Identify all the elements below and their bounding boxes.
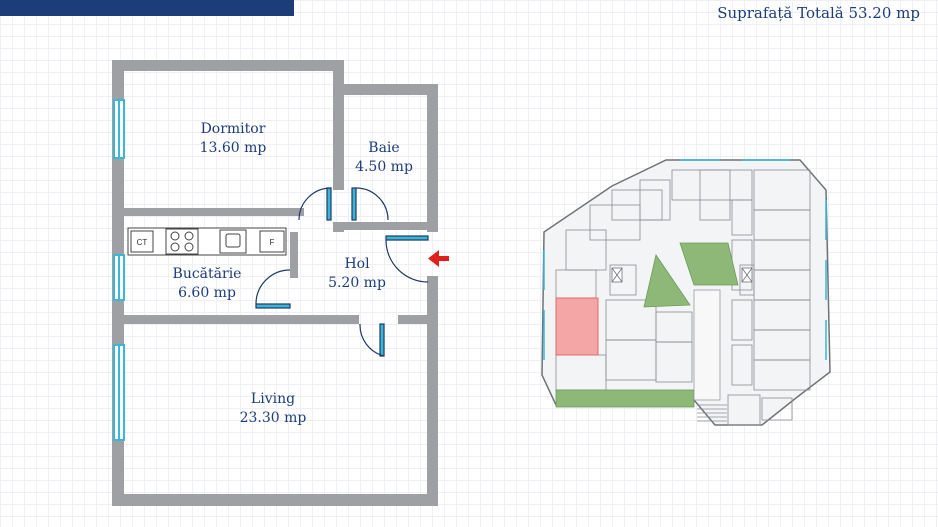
room-area: 5.20 mp bbox=[328, 275, 386, 291]
facade-windows bbox=[543, 159, 827, 360]
room-bucatarie: Bucătărie 6.60 mp bbox=[173, 266, 242, 301]
room-area: 6.60 mp bbox=[178, 285, 236, 301]
exterior-walls bbox=[112, 60, 438, 506]
room-area: 13.60 mp bbox=[200, 140, 267, 156]
room-name: Living bbox=[251, 391, 295, 407]
green-area-trapezoid bbox=[679, 242, 739, 286]
kitchen-counter bbox=[127, 227, 287, 256]
green-area-strip bbox=[555, 389, 695, 408]
building-units bbox=[555, 169, 811, 426]
highlighted-unit bbox=[555, 297, 599, 356]
building-key-plan bbox=[541, 159, 831, 426]
building-outline bbox=[541, 159, 831, 426]
room-living: Living 23.30 mp bbox=[240, 391, 307, 426]
room-name: Hol bbox=[344, 256, 370, 272]
elevators bbox=[611, 267, 753, 283]
interior-walls bbox=[124, 208, 428, 324]
doors bbox=[255, 187, 429, 357]
entrance-arrow-icon bbox=[428, 250, 449, 267]
total-area-label: Suprafață Totală 53.20 mp bbox=[717, 4, 920, 22]
cooktop-label: CT bbox=[137, 238, 148, 247]
room-name: Bucătărie bbox=[173, 266, 242, 282]
header-bar bbox=[0, 0, 294, 16]
room-baie: Baie 4.50 mp bbox=[355, 140, 413, 175]
fridge-box bbox=[259, 230, 285, 253]
room-area: 4.50 mp bbox=[355, 159, 413, 175]
apartment-plan: CT F Dormitor 13.60 mp Baie 4.50 mp Bucă… bbox=[112, 60, 449, 506]
room-area: 23.30 mp bbox=[240, 410, 307, 426]
fridge-label: F bbox=[270, 238, 275, 247]
room-dormitor: Dormitor 13.60 mp bbox=[200, 121, 267, 156]
room-hol: Hol 5.20 mp bbox=[328, 256, 386, 291]
green-area-triangle bbox=[643, 254, 691, 308]
cooktop-box bbox=[130, 230, 154, 253]
room-name: Dormitor bbox=[201, 121, 266, 137]
central-stairs bbox=[693, 289, 727, 422]
windows bbox=[113, 99, 125, 441]
room-name: Baie bbox=[368, 140, 399, 156]
